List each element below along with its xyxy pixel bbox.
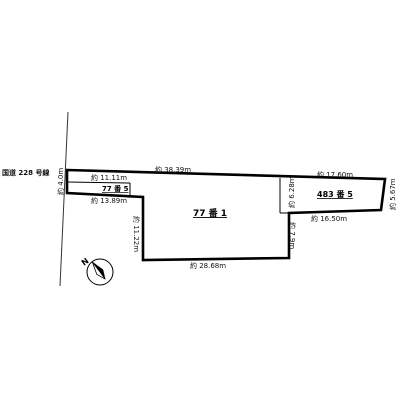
dim-divider-upper: 約 6.28m <box>287 176 296 208</box>
small-parcel-top-line <box>66 181 131 184</box>
dim-south-east: 約 16.50m <box>311 214 347 223</box>
parcel-label-77-5: 77 番 5 <box>102 184 129 193</box>
dim-north-small: 約 11.11m <box>91 173 127 182</box>
dim-west-lower: 約 11.22m <box>132 216 141 252</box>
dim-north-main: 約 38.39m <box>155 165 191 174</box>
north-arrow-icon: N <box>80 256 114 286</box>
road-name: 国道 228 号線 <box>2 168 50 177</box>
compass-north-label: N <box>80 256 91 267</box>
dim-divider-lower: 約 7.9m <box>288 222 297 249</box>
parcel-label-483-5: 483 番 5 <box>317 189 353 199</box>
dim-north-east: 約 17.60m <box>317 170 353 179</box>
compass-needle-light <box>91 261 106 280</box>
dim-east-end: 約 5.67m <box>388 178 397 210</box>
dim-south-small: 約 13.89m <box>91 196 127 205</box>
road-width-label: 約 4.0m <box>56 168 65 195</box>
dim-south-main: 約 28.68m <box>190 261 226 270</box>
road-edge-line <box>59 111 69 287</box>
parcel-boundary <box>65 168 387 262</box>
parcel-label-77-1: 77 番 1 <box>193 207 227 219</box>
